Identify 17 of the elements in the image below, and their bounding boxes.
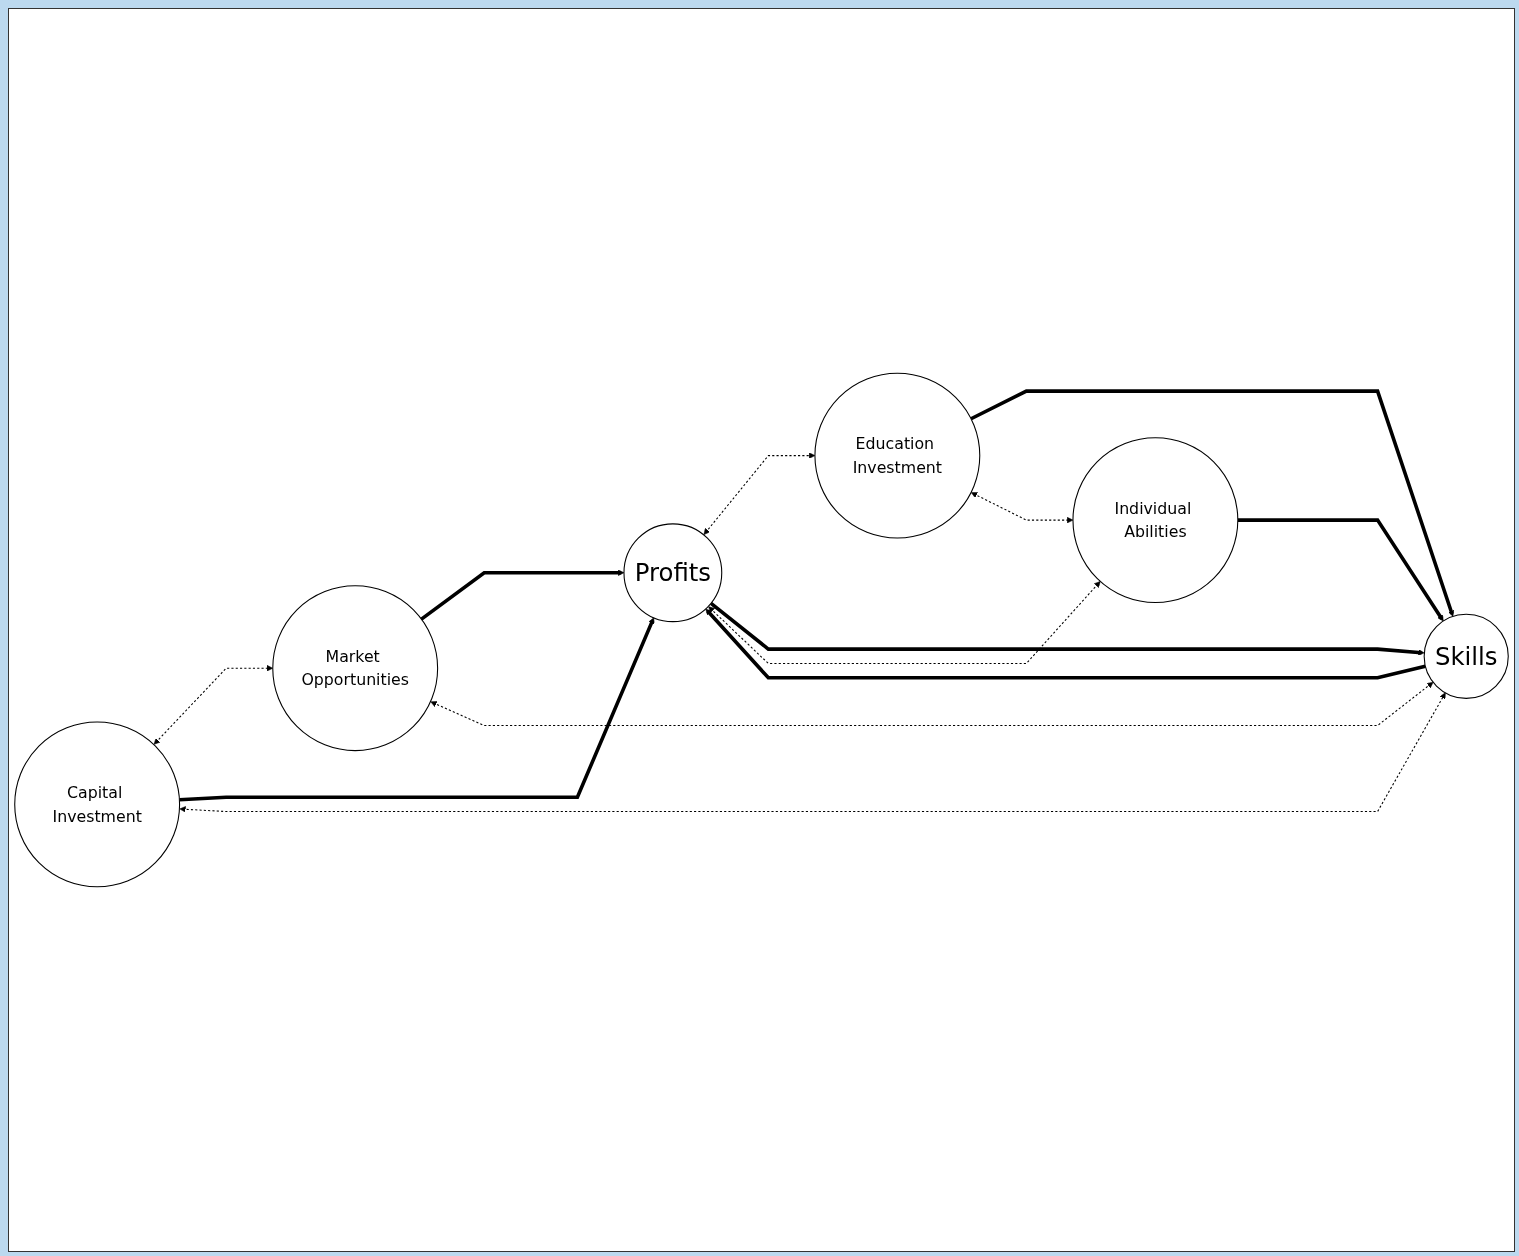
arrow	[971, 492, 1074, 524]
node-circle: Capital Investment	[14, 721, 181, 888]
node-circle: Individual Abilities	[1072, 437, 1239, 604]
arrow	[179, 692, 1446, 813]
arrow	[709, 601, 1425, 656]
node-circle: Skills	[1423, 613, 1509, 699]
arrow	[430, 681, 1434, 727]
node-circle: Market Opportunities	[272, 585, 439, 752]
arrow	[1237, 518, 1444, 622]
arrow	[179, 617, 655, 802]
arrow	[420, 569, 625, 621]
arrow	[970, 389, 1455, 617]
arrow	[705, 608, 1426, 680]
arrow	[708, 581, 1101, 664]
arrow	[703, 452, 816, 535]
node-circle: Profits	[623, 523, 723, 623]
node-circle: Education Investment	[814, 372, 981, 539]
